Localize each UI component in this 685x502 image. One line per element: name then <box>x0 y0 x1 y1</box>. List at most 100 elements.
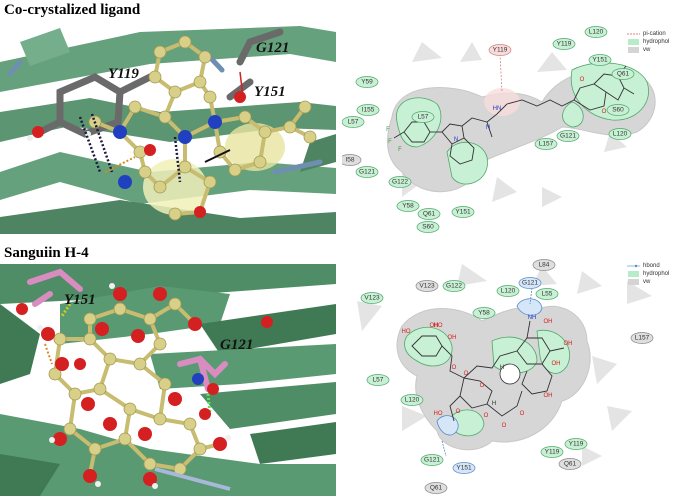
residue-l120: L120 <box>400 394 424 406</box>
atom-label: OH <box>448 335 457 341</box>
residue-g121: G121 <box>355 166 379 178</box>
interaction-diagram-top: HN N N F F F O O pi-cation hydrophol vw … <box>342 22 685 234</box>
atom-label: OH <box>430 323 439 329</box>
residue-sticks <box>36 28 284 138</box>
label-3d-bottom-g121: G121 <box>220 337 253 353</box>
residue-label: Q61 <box>423 211 436 218</box>
atom-label: O <box>464 371 469 377</box>
residue-label: V123 <box>364 295 380 302</box>
atom-label: O <box>452 365 457 371</box>
legend-bottom: hbond hydrophol vw <box>627 263 669 285</box>
residue-sticks <box>27 268 228 392</box>
residue-i155: I155 <box>356 104 380 116</box>
legend-item-pi-cation: pi-cation <box>643 31 666 37</box>
hbond-surface <box>436 298 543 436</box>
ligand-ball-and-stick <box>78 35 317 221</box>
residue-q61: Q61 <box>424 482 448 494</box>
panel-title-sanguiin: Sanguiin H-4 <box>4 245 89 261</box>
residue-y58: Y58 <box>472 307 496 319</box>
residue-l120: L120 <box>584 26 608 38</box>
residue-g121: G121 <box>420 454 444 466</box>
residue-label: I58 <box>345 157 354 164</box>
residue-g121: G121 <box>518 277 542 289</box>
legend-item-vw: vw <box>643 279 651 285</box>
residue-y119: Y119 <box>552 38 576 50</box>
residue-label: Y151 <box>456 465 472 472</box>
legend-item-hydrophol: hydrophol <box>643 271 669 277</box>
residue-l84: L84 <box>532 259 556 271</box>
atom-label: O <box>484 413 489 419</box>
residue-label: L84 <box>539 262 550 269</box>
residue-label: Q61 <box>430 485 443 492</box>
accessibility-wedges <box>357 264 652 466</box>
residue-label: L57 <box>373 377 384 384</box>
residue-y151: Y151 <box>452 462 476 474</box>
residue-y58: Y58 <box>396 200 420 212</box>
label-3d-bottom-y151: Y151 <box>64 292 96 308</box>
atom-label: OH <box>544 393 553 399</box>
residue-label: Q61 <box>564 461 577 468</box>
residue-l57: L57 <box>366 374 390 386</box>
residue-label: L157 <box>635 335 650 342</box>
residue-l157: L157 <box>630 332 654 344</box>
label-3d-top-g121: G121 <box>256 40 289 56</box>
residue-label: G122 <box>446 283 462 290</box>
residue-label: Y59 <box>361 79 373 86</box>
residue-i58: I58 <box>342 154 362 166</box>
residue-label: S60 <box>422 224 434 231</box>
residue-y119: Y119 <box>564 438 588 450</box>
legend-item-hbond: hbond <box>643 263 660 269</box>
atom-f-1: F <box>386 127 390 133</box>
atom-f-3: F <box>398 147 402 153</box>
residue-label: Y119 <box>557 41 572 48</box>
residue-label: Y151 <box>592 57 608 64</box>
residue-s60: S60 <box>606 104 630 116</box>
residue-label: G121 <box>359 169 375 176</box>
residue-label: G121 <box>424 457 440 464</box>
residue-label: L120 <box>405 397 420 404</box>
residue-label: L120 <box>613 131 628 138</box>
residue-l157: L157 <box>534 138 558 150</box>
residue-y119: Y119 <box>540 446 564 458</box>
residue-y59: Y59 <box>355 76 379 88</box>
residue-y151: Y151 <box>588 54 612 66</box>
residue-label: Y58 <box>478 310 490 317</box>
residue-label: Y119 <box>569 441 584 448</box>
residue-v123: V123 <box>415 280 439 292</box>
residue-label: Y58 <box>402 203 414 210</box>
residue-q61: Q61 <box>417 208 441 220</box>
label-3d-top-y151: Y151 <box>254 84 286 100</box>
residue-label: S60 <box>612 107 624 114</box>
residue-label: V123 <box>419 283 435 290</box>
residue-label: G121 <box>522 280 538 287</box>
residue-g122: G122 <box>388 176 412 188</box>
ligand-2d-structure <box>411 320 565 422</box>
hydrophobic-surface <box>404 327 570 437</box>
atom-label: HO <box>434 323 443 329</box>
residue-label: L55 <box>542 291 553 298</box>
atom-f-2: F <box>388 139 392 145</box>
atom-o-2: O <box>602 109 607 115</box>
atom-label: OH <box>552 361 561 367</box>
residue-l55: L55 <box>535 288 559 300</box>
residue-label: L57 <box>348 119 359 126</box>
legend-item-hydrophol: hydrophol <box>643 39 669 45</box>
residue-q61: Q61 <box>611 68 635 80</box>
residue-l57: L57 <box>342 116 365 128</box>
residue-label: L120 <box>501 288 516 295</box>
legend-top: pi-cation hydrophol vw <box>627 31 669 53</box>
atom-n-2: N <box>486 125 490 131</box>
residue-label: Y119 <box>545 449 560 456</box>
residue-s60: S60 <box>416 221 440 233</box>
residue-label: Y151 <box>455 209 471 216</box>
atom-label: O <box>502 423 507 429</box>
residue-label: G121 <box>560 133 576 140</box>
atom-label: O <box>456 409 461 415</box>
residue-l57: L57 <box>411 111 435 123</box>
protein-3d-view-top: Y119 G121 Y151 <box>0 22 336 234</box>
residue-label: Q61 <box>617 71 630 78</box>
residue-l120: L120 <box>496 285 520 297</box>
